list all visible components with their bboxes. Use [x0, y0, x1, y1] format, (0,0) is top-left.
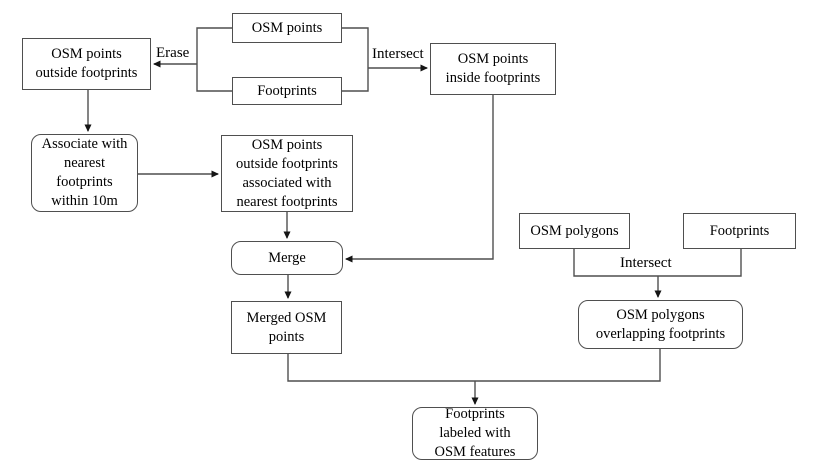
node-associate-nearest: Associate with nearest footprints within… — [31, 134, 138, 212]
node-footprints-labeled: Footprints labeled with OSM features — [412, 406, 538, 460]
node-footprints-right: Footprints — [683, 213, 796, 249]
node-osm-polygons-overlapping: OSM polygons overlapping footprints — [578, 300, 743, 349]
node-osm-polygons: OSM polygons — [519, 213, 630, 249]
node-footprints-source: Footprints — [232, 77, 342, 105]
edge-label-erase: Erase — [156, 45, 190, 61]
node-osm-points-outside-associated: OSM points outside footprints associated… — [221, 135, 353, 212]
edge-label-intersect-polygons: Intersect — [620, 255, 672, 271]
connector-junction-line — [287, 349, 661, 382]
node-osm-points-inside: OSM points inside footprints — [430, 43, 556, 95]
connector-erase-bracket — [196, 27, 232, 92]
node-merge: Merge — [231, 241, 343, 275]
node-osm-points-source: OSM points — [232, 13, 342, 43]
edge-label-intersect-points: Intersect — [372, 46, 424, 62]
connector-intersect-bracket — [342, 27, 369, 92]
connector-inside-to-merge — [345, 95, 494, 263]
node-merged-osm-points: Merged OSM points — [231, 301, 342, 354]
node-osm-points-outside: OSM points outside footprints — [22, 38, 151, 90]
